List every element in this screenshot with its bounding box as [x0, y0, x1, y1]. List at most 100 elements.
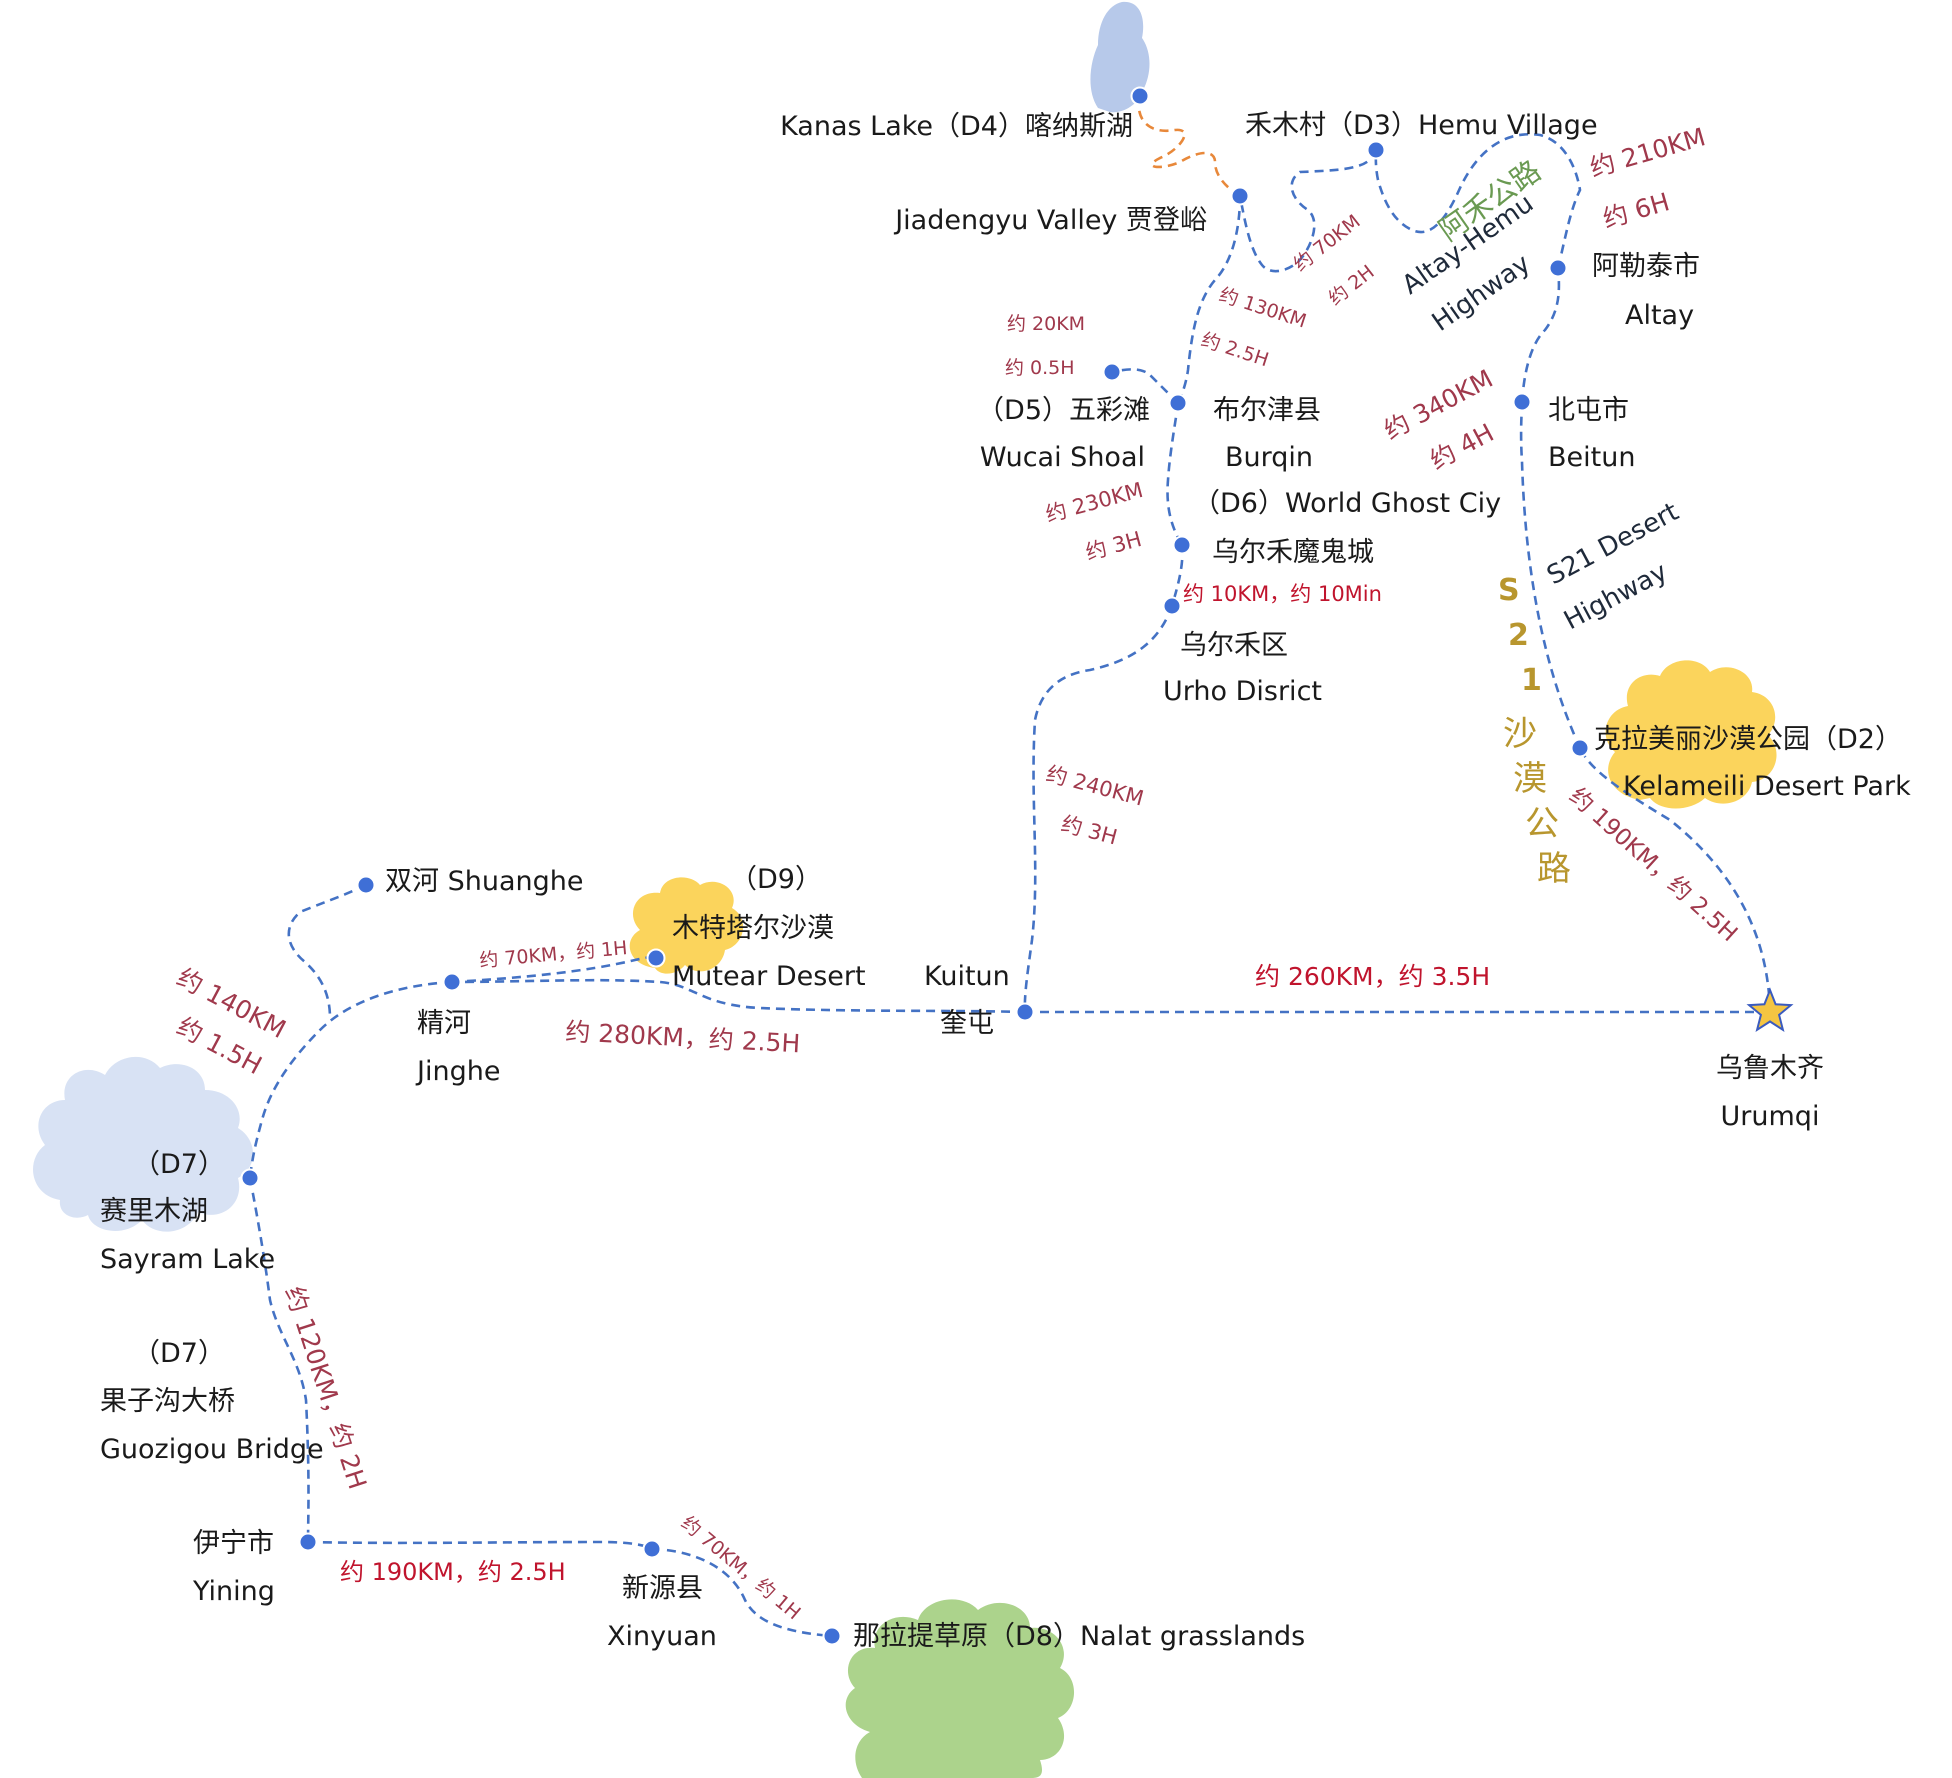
shuanghe-marker[interactable] [356, 875, 376, 895]
label-jinghe-cn: 精河 [417, 1008, 471, 1039]
route-jinghe-sayram [248, 980, 453, 1179]
burqin-marker[interactable] [1168, 393, 1188, 413]
dist-kuitun-urumqi: 约 260KM，约 3.5H [1255, 962, 1490, 991]
dist-beitun-altay-h: 约 4H [1425, 418, 1498, 475]
label-guozigou-day: （D7） [133, 1338, 225, 1369]
nalat-grasslands-marker[interactable] [822, 1626, 842, 1646]
kuitun-marker[interactable] [1015, 1002, 1035, 1022]
place-labels: Kanas Lake（D4）喀纳斯湖 禾木村（D3）Hemu Village J… [100, 110, 1911, 1652]
s21-vertical-sha: 沙 [1503, 714, 1537, 754]
label-kuitun-cn: 奎屯 [940, 1008, 994, 1039]
s21-vertical-gong: 公 [1525, 804, 1559, 844]
kelameili-desert-marker[interactable] [1570, 738, 1590, 758]
label-urho-en: Urho Disrict [1163, 676, 1322, 707]
sayram-lake-marker[interactable] [240, 1168, 260, 1188]
beitun-marker[interactable] [1512, 392, 1532, 412]
ghost-city-marker[interactable] [1172, 535, 1192, 555]
dist-yining-xinyuan: 约 190KM，约 2.5H [340, 1558, 566, 1586]
jinghe-marker[interactable] [442, 972, 462, 992]
label-jiadengyu: Jiadengyu Valley 贾登峪 [893, 205, 1207, 236]
kanas-lake-marker[interactable] [1130, 86, 1150, 106]
dist-burqin-wucai-km: 约 20KM [1007, 313, 1085, 335]
label-kuitun-en: Kuitun [924, 961, 1010, 992]
kelameili-desert-shape [1605, 660, 1777, 809]
s21-vertical-mo: 漠 [1513, 759, 1547, 799]
label-wucai-en: Wucai Shoal [980, 442, 1145, 473]
label-burqin-cn: 布尔津县 [1213, 395, 1321, 426]
nalat-grassland-shape [845, 1599, 1075, 1778]
label-mutear-day: （D9） [730, 864, 822, 895]
kanas-lake-shape [1090, 1, 1150, 113]
jiadengyu-valley-marker[interactable] [1230, 186, 1250, 206]
s21-vertical-lu: 路 [1537, 849, 1571, 889]
urumqi-star-icon[interactable] [1746, 987, 1794, 1033]
dist-hemu-jiadengyu-h: 约 2H [1325, 261, 1379, 310]
label-mutear-en: Mutear Desert [672, 961, 866, 992]
label-guozigou-en: Guozigou Bridge [100, 1434, 324, 1465]
label-yining-cn: 伊宁市 [193, 1528, 274, 1559]
route-beitun-altay [1520, 267, 1561, 403]
label-mutear-cn: 木特塔尔沙漠 [672, 913, 834, 944]
label-urumqi-en: Urumqi [1721, 1101, 1820, 1132]
mutear-desert-marker[interactable] [646, 948, 666, 968]
route-nodes [240, 86, 1590, 1646]
s21-vertical-2: 2 [1508, 618, 1529, 653]
dist-altay-hemu-km: 约 210KM [1587, 122, 1709, 183]
dist-xinyuan-nalat: 约 70KM，约 1H [677, 1512, 805, 1624]
route-kelameili-beitun [1519, 401, 1582, 749]
label-ghost-cn: 乌尔禾魔鬼城 [1212, 537, 1374, 568]
route-urho-kuitun [1023, 605, 1174, 1013]
label-kelameili-en: Kelameili Desert Park [1623, 771, 1911, 802]
label-burqin-en: Burqin [1225, 442, 1313, 473]
label-altay-en: Altay [1625, 300, 1694, 331]
dist-jiadengyu-burqin-h: 约 2.5H [1198, 329, 1271, 371]
route-hemu-jiadengyu [1238, 149, 1378, 273]
route-kuitun-jinghe [451, 978, 1026, 1014]
route-yining-xinyuan [307, 1540, 653, 1551]
xinyuan-marker[interactable] [642, 1539, 662, 1559]
label-hemu: 禾木村（D3）Hemu Village [1245, 110, 1598, 141]
dist-jiadengyu-burqin-km: 约 130KM [1216, 284, 1309, 333]
label-xinyuan-cn: 新源县 [622, 1573, 703, 1604]
s21-vertical-1: 1 [1521, 663, 1542, 698]
label-jinghe-en: Jinghe [415, 1056, 500, 1087]
label-sayram-en: Sayram Lake [100, 1244, 275, 1275]
route-altay-hemu [1374, 132, 1582, 269]
route-burqin-ghost [1166, 402, 1184, 546]
yining-marker[interactable] [298, 1532, 318, 1552]
label-xinyuan-en: Xinyuan [607, 1621, 717, 1652]
label-wucai-cn: （D5）五彩滩 [977, 395, 1150, 426]
label-beitun-en: Beitun [1548, 442, 1635, 473]
dist-altay-hemu-h: 约 6H [1600, 187, 1673, 234]
route-burqin-wucai [1111, 368, 1179, 404]
label-shuanghe: 双河 Shuanghe [385, 866, 583, 897]
kanas-jiadengyu-trail [1137, 95, 1241, 198]
wucai-shoal-marker[interactable] [1102, 362, 1122, 382]
dist-kuitun-jinghe: 约 280KM，约 2.5H [565, 1017, 801, 1058]
label-ghost-en: （D6）World Ghost Ciy [1193, 488, 1501, 519]
altay-marker[interactable] [1548, 258, 1568, 278]
route-sayram-yining [248, 1177, 310, 1543]
route-jiadengyu-burqin [1176, 195, 1242, 404]
dist-burqin-ghost-km: 约 230KM [1043, 478, 1145, 527]
dist-burqin-ghost-h: 约 3H [1083, 527, 1144, 565]
label-yining-en: Yining [192, 1576, 275, 1607]
urho-district-marker[interactable] [1162, 596, 1182, 616]
hemu-village-marker[interactable] [1366, 140, 1386, 160]
dist-urumqi-kelameili: 约 190KM，约 2.5H [1564, 783, 1742, 947]
label-nalat: 那拉提草原（D8）Nalat grasslands [853, 1621, 1305, 1652]
route-urumqi-kelameili [1578, 747, 1772, 1013]
label-beitun-cn: 北屯市 [1548, 395, 1629, 426]
dist-ghost-urho: 约 10KM，约 10Min [1183, 582, 1382, 606]
route-xinyuan-nalat [651, 1547, 833, 1638]
label-urumqi-cn: 乌鲁木齐 [1716, 1053, 1824, 1084]
dist-hemu-jiadengyu-km: 约 70KM [1290, 211, 1365, 276]
label-kelameili-cn: 克拉美丽沙漠公园（D2） [1594, 724, 1902, 755]
label-sayram-cn: 赛里木湖 [100, 1196, 208, 1227]
dist-urho-kuitun-h: 约 3H [1059, 812, 1120, 850]
label-altay-cn: 阿勒泰市 [1592, 251, 1700, 282]
label-kanas: Kanas Lake（D4）喀纳斯湖 [780, 111, 1133, 142]
sayram-lake-cloud [33, 1056, 253, 1232]
label-guozigou-cn: 果子沟大桥 [100, 1386, 235, 1417]
